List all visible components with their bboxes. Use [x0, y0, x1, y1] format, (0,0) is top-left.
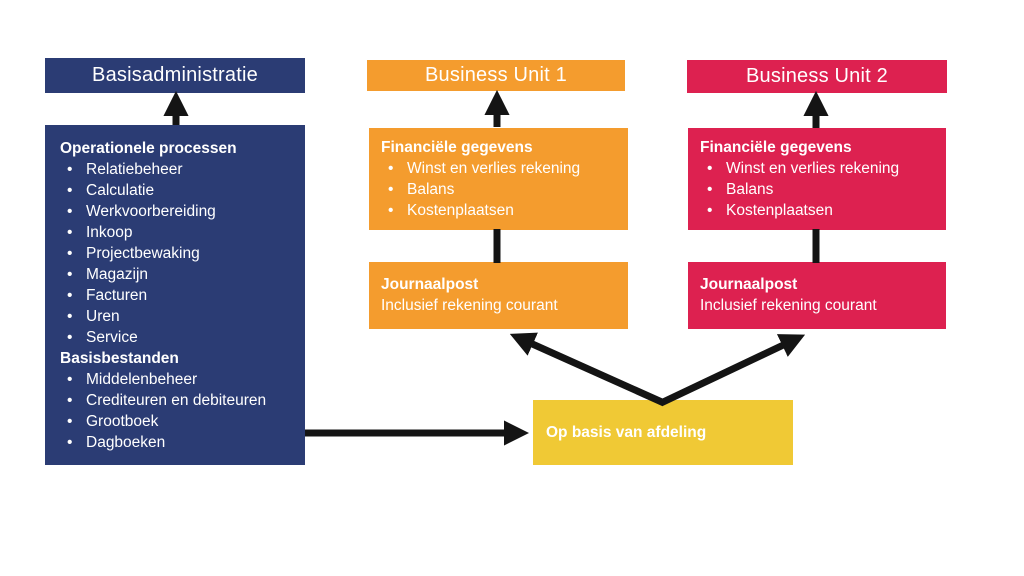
- list-item: Calculatie: [60, 180, 297, 201]
- list-item: Grootboek: [60, 411, 297, 432]
- list-item: Winst en verlies rekening: [700, 158, 938, 179]
- operationele-processen-list: Relatiebeheer Calculatie Werkvoorbereidi…: [60, 159, 297, 348]
- basisadministratie-header-box: Basisadministratie: [45, 58, 305, 93]
- list-item: Dagboeken: [60, 432, 297, 453]
- afdeling-label: Op basis van afdeling: [546, 423, 707, 441]
- list-item: Service: [60, 327, 297, 348]
- list-item: Relatiebeheer: [60, 159, 297, 180]
- arrow-afdeling-to-bu1journal-icon: [509, 332, 666, 407]
- list-item: Inkoop: [60, 222, 297, 243]
- afdeling-box: Op basis van afdeling: [533, 400, 793, 465]
- arrow-afdeling-to-bu2journal-icon: [659, 334, 806, 407]
- business-unit-1-journal-box: Journaalpost Inclusief rekening courant: [369, 262, 628, 329]
- list-item: Balans: [381, 179, 620, 200]
- business-unit-2-financial-box: Financiële gegevens Winst en verlies rek…: [688, 128, 946, 230]
- list-item: Crediteuren en debiteuren: [60, 390, 297, 411]
- financial-list: Winst en verlies rekening Balans Kostenp…: [381, 158, 620, 221]
- list-item: Balans: [700, 179, 938, 200]
- journal-heading: Journaalpost: [700, 276, 798, 293]
- basisbestanden-list: Middelenbeheer Crediteuren en debiteuren…: [60, 369, 297, 453]
- list-item: Kostenplaatsen: [381, 200, 620, 221]
- financial-heading: Financiële gegevens: [700, 139, 852, 156]
- journal-heading: Journaalpost: [381, 276, 479, 293]
- journal-subtitle: Inclusief rekening courant: [700, 297, 877, 314]
- list-item: Kostenplaatsen: [700, 200, 938, 221]
- list-item: Middelenbeheer: [60, 369, 297, 390]
- basisadministratie-detail-box: Operationele processen Relatiebeheer Cal…: [45, 125, 305, 465]
- journal-subtitle: Inclusief rekening courant: [381, 297, 558, 314]
- operationele-processen-heading: Operationele processen: [60, 140, 237, 157]
- business-unit-1-header-box: Business Unit 1: [367, 60, 625, 91]
- business-unit-1-title: Business Unit 1: [425, 64, 567, 86]
- business-unit-2-journal-box: Journaalpost Inclusief rekening courant: [688, 262, 946, 329]
- business-unit-2-title: Business Unit 2: [746, 65, 888, 87]
- list-item: Werkvoorbereiding: [60, 201, 297, 222]
- financial-heading: Financiële gegevens: [381, 139, 533, 156]
- list-item: Uren: [60, 306, 297, 327]
- list-item: Facturen: [60, 285, 297, 306]
- business-unit-2-header-box: Business Unit 2: [687, 60, 947, 93]
- business-unit-1-financial-box: Financiële gegevens Winst en verlies rek…: [369, 128, 628, 230]
- list-item: Winst en verlies rekening: [381, 158, 620, 179]
- list-item: Magazijn: [60, 264, 297, 285]
- basisadministratie-title: Basisadministratie: [92, 64, 258, 86]
- financial-list: Winst en verlies rekening Balans Kostenp…: [700, 158, 938, 221]
- list-item: Projectbewaking: [60, 243, 297, 264]
- basisbestanden-heading: Basisbestanden: [60, 350, 179, 367]
